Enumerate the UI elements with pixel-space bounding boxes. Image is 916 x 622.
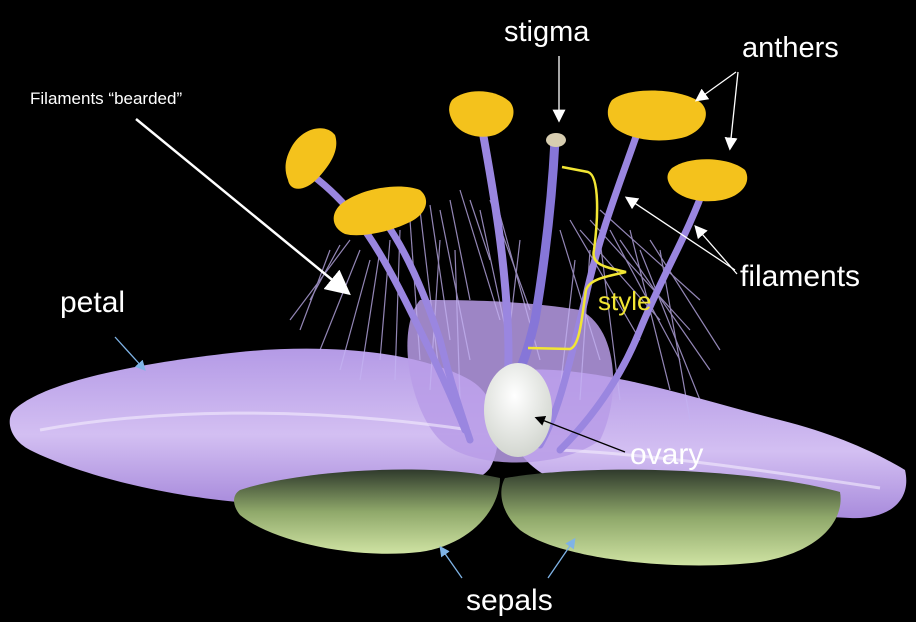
label-style: style: [598, 286, 652, 316]
label-petal: petal: [60, 286, 126, 319]
style-stalk: [510, 135, 560, 383]
anther-shapes: [285, 90, 748, 236]
label-ovary: ovary: [630, 438, 704, 471]
label-filaments: filaments: [740, 260, 861, 293]
anthers-pointer-right: [724, 71, 739, 151]
style-bracket: [527, 165, 627, 351]
bearded-pointer: [135, 118, 351, 296]
ovary-shape: [484, 363, 552, 457]
filament-hairs: [289, 189, 721, 421]
sepal-shapes: [234, 469, 841, 566]
label-sepals: sepals: [466, 584, 553, 617]
anthers-pointer-left: [694, 71, 737, 102]
sepal-right: [501, 469, 841, 566]
ovary-pointer: [534, 415, 626, 453]
filaments-pointer-lower: [694, 225, 738, 275]
sepals-pointer-right: [547, 537, 576, 579]
pointer-lines: [114, 56, 739, 579]
petal-left: [9, 348, 499, 505]
label-filaments-bearded: Filaments “bearded”: [30, 89, 183, 108]
sepals-pointer-left: [439, 545, 463, 579]
stigma-tip: [546, 133, 566, 147]
sepal-left: [234, 469, 500, 554]
label-anthers: anthers: [742, 32, 839, 64]
petal-pointer: [114, 336, 146, 371]
filaments-pointer-upper: [624, 196, 736, 271]
label-stigma: stigma: [504, 16, 590, 48]
